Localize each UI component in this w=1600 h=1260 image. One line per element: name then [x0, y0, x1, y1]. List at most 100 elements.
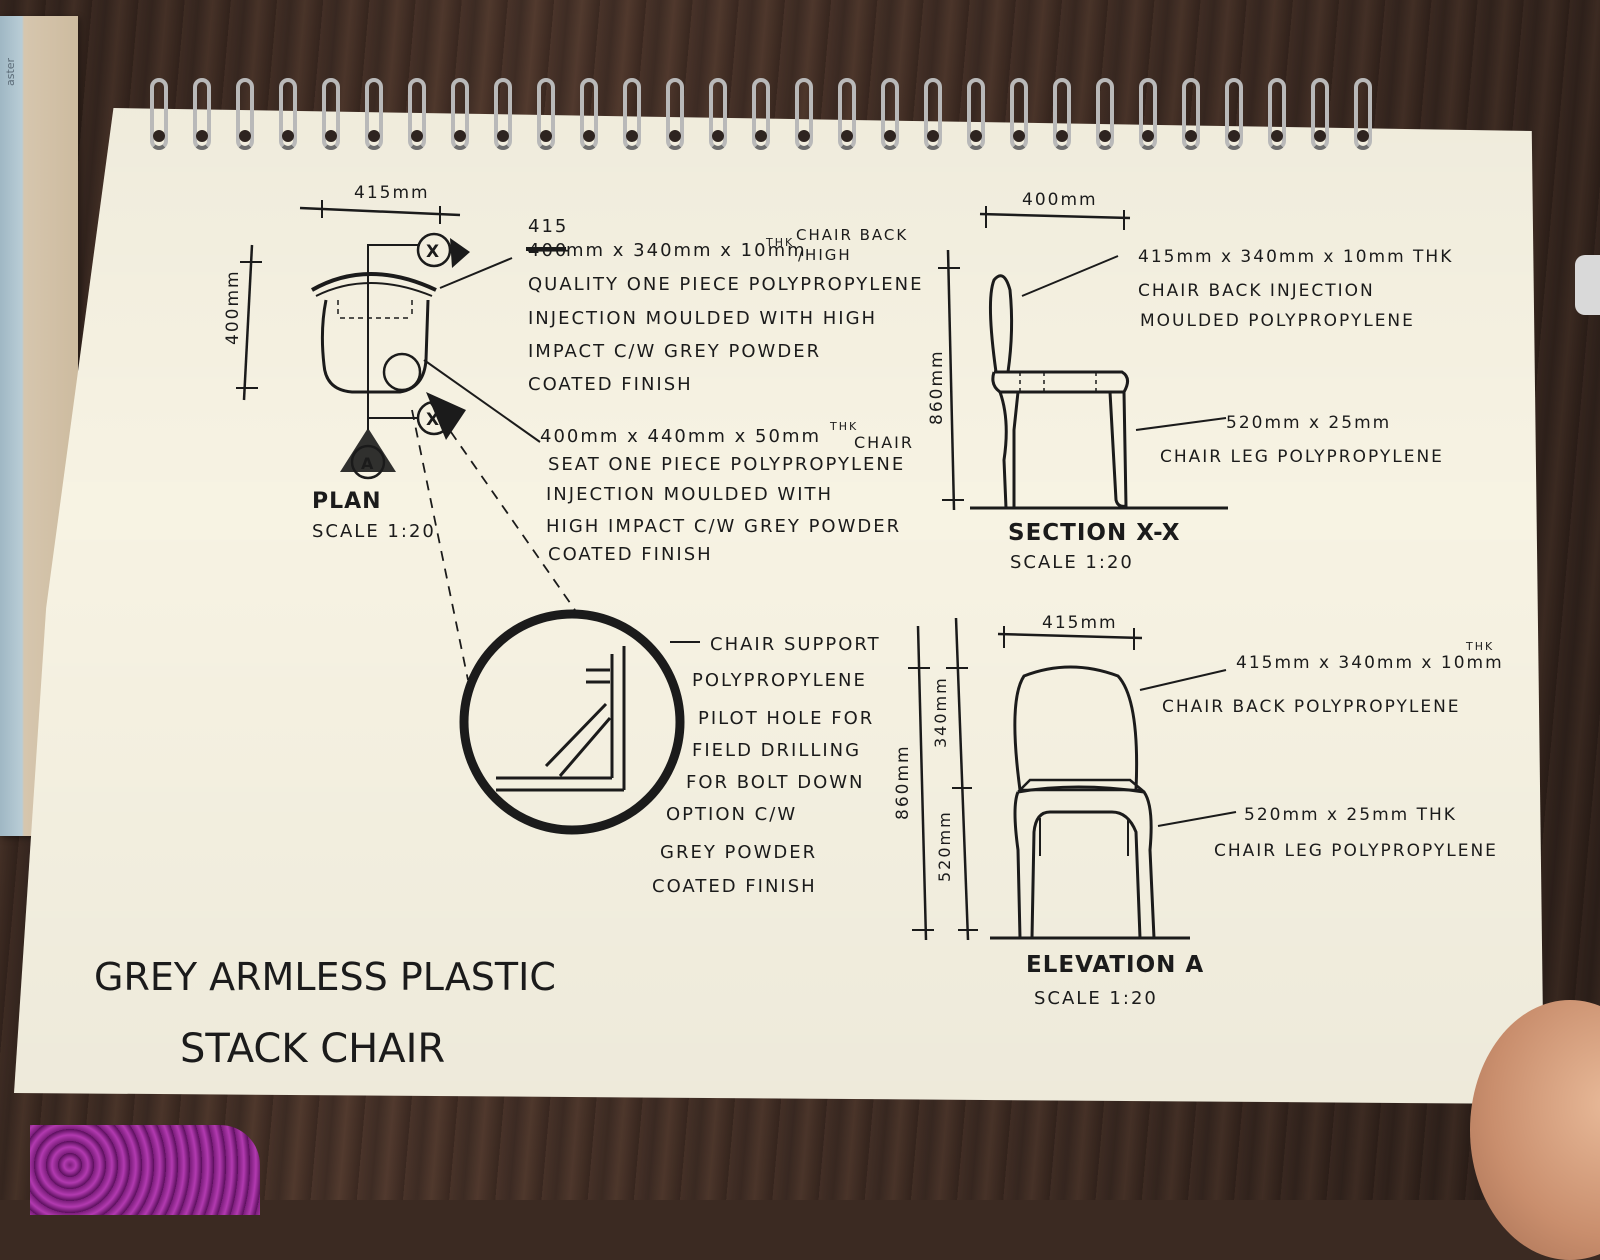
section-view	[938, 206, 1228, 511]
elevation-legs	[1013, 785, 1156, 940]
punch-hole	[712, 130, 724, 142]
punch-hole	[1185, 130, 1197, 142]
plan-width-label: 415mm	[354, 183, 430, 203]
section-back-note-2: CHAIR BACK INJECTION	[1138, 281, 1375, 301]
spiral-ring	[1354, 78, 1372, 150]
seat-note-line-2: INJECTION MOULDED WITH	[546, 484, 833, 505]
back-note-dimensions: mm x 340mm x 10mm	[566, 240, 807, 261]
punch-hole	[153, 130, 165, 142]
punch-hole	[282, 130, 294, 142]
spiral-ring	[838, 78, 856, 150]
back-note-chair-back: CHAIR BACK	[796, 226, 908, 244]
punch-hole	[927, 130, 939, 142]
section-leg-note-1: 520mm x 25mm	[1226, 413, 1391, 433]
spiral-ring	[1010, 78, 1028, 150]
spiral-ring	[709, 78, 727, 150]
punch-hole	[325, 130, 337, 142]
spiral-ring	[150, 78, 168, 150]
punch-hole	[798, 130, 810, 142]
spiral-ring	[408, 78, 426, 150]
back-note-corrected-value: 415	[528, 216, 568, 237]
spiral-ring	[881, 78, 899, 150]
punch-hole	[1314, 130, 1326, 142]
spiral-ring	[236, 78, 254, 150]
punch-hole	[1099, 130, 1111, 142]
drawing-title-line-1: GREY ARMLESS PLASTIC	[94, 955, 556, 999]
elevation-leg-note-2: CHAIR LEG POLYPROPYLENE	[1214, 841, 1498, 861]
punch-hole	[1271, 130, 1283, 142]
detail-note-3: PILOT HOLE FOR	[698, 708, 874, 729]
section-leg-note-2: CHAIR LEG POLYPROPYLENE	[1160, 447, 1444, 467]
elevation-leg-note-1: 520mm x 25mm THK	[1244, 805, 1457, 825]
sketchbook-page	[14, 108, 1544, 1104]
detail-circle	[459, 609, 685, 835]
plan-label: PLAN	[312, 489, 382, 514]
plan-scale: SCALE 1:20	[312, 521, 436, 542]
section-label: SECTION X-X	[1008, 520, 1180, 546]
section-chair-back	[988, 274, 1014, 373]
spiral-ring	[1182, 78, 1200, 150]
spiral-ring	[623, 78, 641, 150]
detail-note-2: POLYPROPYLENE	[692, 670, 867, 691]
punch-hole	[669, 130, 681, 142]
elevation-overall-label: 860mm	[893, 744, 913, 820]
spiral-ring	[193, 78, 211, 150]
spiral-ring	[279, 78, 297, 150]
elevation-lower-label: 520mm	[935, 810, 954, 882]
punch-hole	[196, 130, 208, 142]
punch-hole	[540, 130, 552, 142]
spiral-ring	[580, 78, 598, 150]
elevation-view	[908, 617, 1237, 941]
detail-note-8: COATED FINISH	[652, 876, 817, 897]
punch-hole	[1013, 130, 1025, 142]
plan-seat	[320, 299, 430, 394]
spiral-ring	[1096, 78, 1114, 150]
punch-hole	[1228, 130, 1240, 142]
elevation-marker-letter: A	[361, 454, 375, 473]
punch-hole	[497, 130, 509, 142]
spiral-ring	[1053, 78, 1071, 150]
back-note-line-1: QUALITY ONE PIECE POLYPROPYLENE	[528, 274, 924, 295]
spiral-ring	[752, 78, 770, 150]
section-height-label: 860mm	[927, 349, 947, 425]
detail-note-1: CHAIR SUPPORT	[710, 634, 881, 655]
back-note-line-4: COATED FINISH	[528, 374, 693, 395]
spiral-ring	[322, 78, 340, 150]
spiral-ring	[1311, 78, 1329, 150]
seat-note-line-1: SEAT ONE PIECE POLYPROPYLENE	[548, 454, 905, 475]
elevation-label: ELEVATION A	[1026, 952, 1204, 978]
drawing-sheet: 415mm 400mm X X A PLAN SCALE 1:20 415 40…	[94, 183, 1502, 1072]
section-width-dimension-line	[979, 212, 1131, 220]
back-note-line-3: IMPACT C/W GREY POWDER	[528, 341, 821, 362]
punch-hole	[1142, 130, 1154, 142]
detail-note-4: FIELD DRILLING	[692, 740, 861, 761]
section-marker-top-letter: X	[426, 242, 441, 262]
punch-hole	[1357, 130, 1369, 142]
seat-note-chair: CHAIR	[854, 433, 914, 452]
punch-hole	[626, 130, 638, 142]
punch-hole	[454, 130, 466, 142]
section-scale: SCALE 1:20	[1010, 552, 1134, 573]
spiral-ring	[924, 78, 942, 150]
elevation-width-dimension-line	[997, 632, 1143, 640]
section-seat	[991, 370, 1129, 394]
spiral-ring	[1139, 78, 1157, 150]
back-note-high: /HIGH	[798, 246, 852, 264]
elevation-overall-dimension-line	[916, 625, 928, 941]
spiral-ring	[1225, 78, 1243, 150]
back-note-line-2: INJECTION MOULDED WITH HIGH	[528, 308, 877, 329]
detail-note-5: FOR BOLT DOWN	[686, 772, 865, 793]
detail-note-6: OPTION C/W	[666, 804, 797, 825]
section-height-dimension-line	[946, 249, 956, 511]
elevation-width-label: 415mm	[1042, 613, 1118, 633]
drawing-title-line-2: STACK CHAIR	[180, 1026, 445, 1072]
plan-width-dimension-line	[299, 206, 461, 217]
elevation-split-dimension-line	[954, 617, 970, 941]
section-back-note-1: 415mm x 340mm x 10mm THK	[1138, 247, 1453, 267]
section-back-note-3: MOULDED POLYPROPYLENE	[1140, 311, 1415, 331]
seat-note-line-3: HIGH IMPACT C/W GREY POWDER	[546, 516, 901, 537]
punch-hole	[411, 130, 423, 142]
elevation-seat	[1016, 778, 1146, 792]
seat-note-thk: THK	[829, 420, 858, 433]
section-marker-bottom-letter: X	[426, 410, 441, 430]
